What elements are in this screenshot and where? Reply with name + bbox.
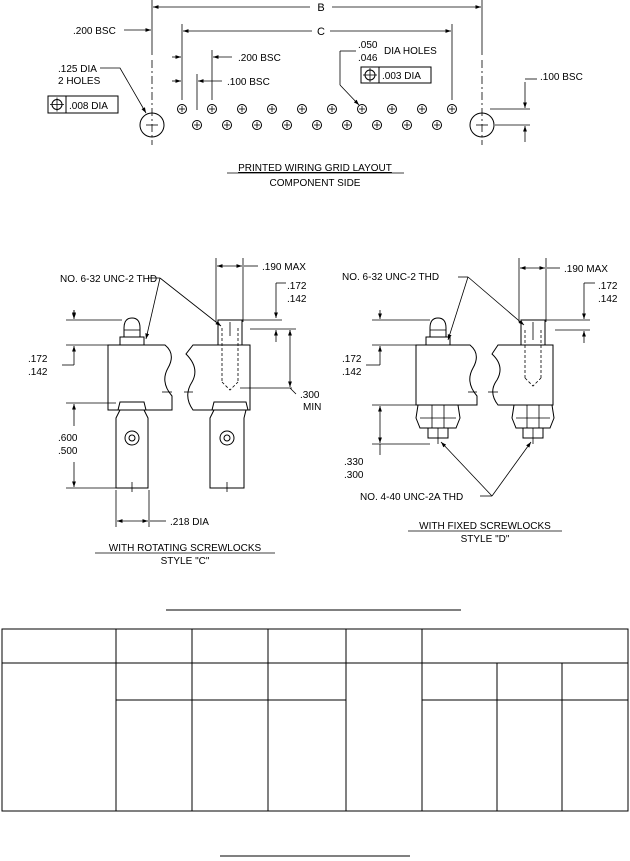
grid-subtitle: COMPONENT SIDE — [270, 178, 361, 189]
pin-hole — [177, 104, 187, 114]
style-c-title: WITH ROTATING SCREWLOCKS — [109, 543, 262, 554]
style-d-left-screwlock — [415, 317, 478, 444]
style-c-len-min: .500 — [58, 446, 78, 457]
pin-hole — [417, 104, 427, 114]
pin-hole — [297, 104, 307, 114]
inner-200-bsc: .200 BSC — [238, 53, 281, 64]
style-d-view: .190 MAX .172 .142 NO. 6-32 UNC-2 THD .1… — [342, 258, 618, 545]
style-d-right-screwlock — [488, 319, 555, 444]
style-d-left-max: .172 — [342, 354, 362, 365]
pin-holes-max: .050 — [358, 40, 378, 51]
pin-hole — [252, 120, 262, 130]
pin-hole — [312, 120, 322, 130]
pin-hole — [282, 120, 292, 130]
style-c-depth-300: .300 — [300, 390, 320, 401]
style-c-dia-218: .218 DIA — [170, 517, 209, 528]
pin-hole — [342, 120, 352, 130]
pin-hole — [357, 104, 367, 114]
style-c-left-min: .142 — [28, 367, 48, 378]
style-c-thk-max: .172 — [287, 281, 307, 292]
grid-title: PRINTED WIRING GRID LAYOUT — [238, 163, 392, 174]
mount-tolerance-frame: .008 DIA — [47, 95, 119, 114]
pin-hole — [267, 104, 277, 114]
style-c-thk-min: .142 — [287, 294, 307, 305]
mount-holes-count: 2 HOLES — [58, 76, 101, 87]
pin-tol-value: .003 DIA — [382, 71, 421, 82]
style-c-view: .190 MAX .172 .142 .300 MIN NO. 6-32 UNC… — [28, 258, 321, 567]
style-d-thk-max: .172 — [598, 281, 618, 292]
style-d-len-max: .330 — [344, 457, 364, 468]
mount-hole-left — [139, 112, 165, 138]
pin-tolerance-frame: .003 DIA — [360, 66, 432, 84]
pin-hole — [432, 120, 442, 130]
mount-hole-right — [469, 112, 495, 138]
style-c-len-max: .600 — [58, 433, 78, 444]
style-d-subtitle: STYLE "D" — [461, 534, 510, 545]
pin-hole — [327, 104, 337, 114]
dim-b-label: B — [317, 2, 324, 14]
style-c-depth-min: MIN — [303, 402, 321, 413]
pin-hole — [402, 120, 412, 130]
pin-hole — [372, 120, 382, 130]
pin-hole — [447, 104, 457, 114]
grid-pitch-200-bsc: .200 BSC — [73, 26, 116, 37]
style-c-left-screwlock — [107, 317, 173, 492]
style-d-max-190: .190 MAX — [564, 264, 608, 275]
pin-hole — [387, 104, 397, 114]
style-c-subtitle: STYLE "C" — [161, 556, 210, 567]
pin-hole — [207, 104, 217, 114]
dim-c-label: C — [317, 26, 325, 38]
row-100-bsc: .100 BSC — [540, 72, 583, 83]
style-c-right-screwlock — [184, 319, 251, 492]
mount-tol-value: .008 DIA — [69, 101, 108, 112]
pin-hole — [192, 120, 202, 130]
mount-holes-dia: .125 DIA — [58, 64, 97, 75]
pin-holes-label: DIA HOLES — [384, 46, 437, 57]
style-d-left-min: .142 — [342, 367, 362, 378]
pin-row-bottom — [192, 120, 442, 130]
pin-hole — [237, 104, 247, 114]
style-d-thread-note-2: NO. 4-40 UNC-2A THD — [360, 492, 463, 503]
style-d-title: WITH FIXED SCREWLOCKS — [419, 521, 551, 532]
style-d-thread-note: NO. 6-32 UNC-2 THD — [342, 272, 439, 283]
style-c-thread-note: NO. 6-32 UNC-2 THD — [60, 274, 157, 285]
grid-layout-view: B C .200 BSC .200 BSC .100 BSC .125 DIA … — [47, 0, 583, 189]
dimension-table — [1, 609, 629, 857]
inner-100-bsc: .100 BSC — [227, 77, 270, 88]
style-d-thk-min: .142 — [598, 294, 618, 305]
style-d-len-min: .300 — [344, 470, 364, 481]
style-c-max-190: .190 MAX — [262, 262, 306, 273]
style-c-left-max: .172 — [28, 354, 48, 365]
pin-hole — [222, 120, 232, 130]
pin-row-top — [177, 104, 457, 114]
pin-holes-min: .046 — [358, 53, 378, 64]
